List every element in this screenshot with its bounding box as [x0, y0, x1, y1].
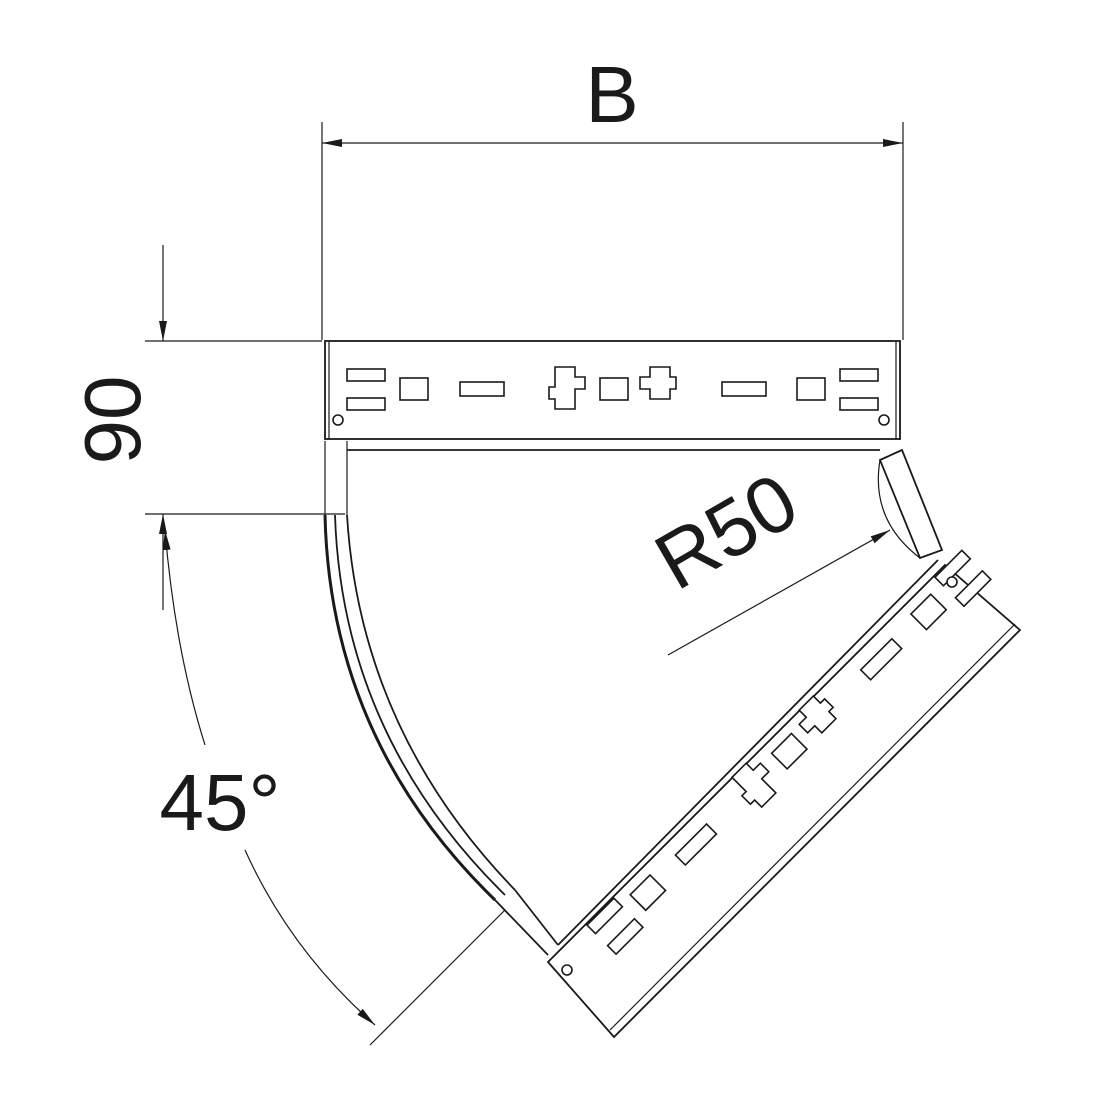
lower-flange — [557, 559, 939, 946]
radius-arrow — [667, 529, 891, 656]
height-label: 90 — [68, 376, 157, 465]
width-label: B — [585, 50, 638, 139]
curved-wall — [323, 441, 559, 956]
inner-curve — [346, 514, 516, 891]
lower-section — [546, 549, 1022, 1039]
angle-extension-line — [369, 909, 506, 1046]
angle-label: 45° — [160, 758, 281, 847]
outer-curve — [323, 514, 497, 902]
angle-arc-lower — [244, 849, 376, 1026]
dimension-angle: 45° — [160, 529, 506, 1046]
dimension-width: B — [321, 50, 904, 340]
dimension-height: 90 — [68, 245, 345, 610]
lower-side-wall — [546, 563, 1022, 1039]
radius-label: R50 — [640, 456, 812, 606]
inner-corner — [877, 448, 944, 560]
angle-arc-upper — [162, 529, 206, 746]
dimension-radius: R50 — [640, 456, 891, 656]
upper-section — [324, 340, 901, 515]
